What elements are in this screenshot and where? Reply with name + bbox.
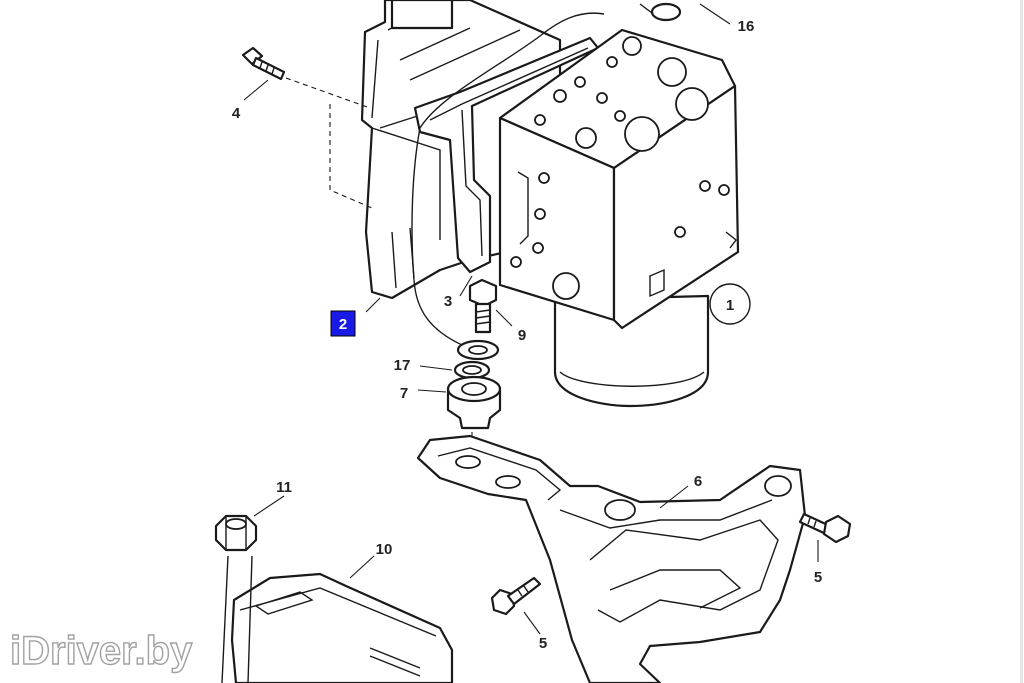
callout-6: 6 bbox=[694, 473, 702, 490]
bolt-part-5-left bbox=[490, 576, 542, 616]
bolt-part-9 bbox=[468, 278, 498, 334]
callout-circle-1 bbox=[709, 283, 751, 325]
callout-5-left: 5 bbox=[539, 635, 547, 652]
wire-eyelet-part-16 bbox=[456, 339, 500, 361]
callout-3: 3 bbox=[444, 293, 452, 310]
callout-7: 7 bbox=[400, 385, 408, 402]
ground-wire bbox=[411, 2, 682, 346]
hydraulic-unit bbox=[498, 28, 740, 408]
callout-9: 9 bbox=[518, 327, 526, 344]
sensor-module-part-10 bbox=[221, 555, 454, 683]
right-edge-frame bbox=[1020, 0, 1023, 683]
callout-17: 17 bbox=[394, 357, 411, 374]
bolt-part-5-right bbox=[798, 512, 852, 544]
callout-10: 10 bbox=[376, 541, 393, 558]
callout-2-highlight[interactable] bbox=[330, 310, 356, 337]
callout-1: 1 bbox=[726, 297, 734, 314]
watermark-text: iDriver.by bbox=[10, 629, 193, 673]
rubber-mount-part-7 bbox=[446, 375, 502, 450]
callout-16: 16 bbox=[738, 18, 755, 35]
nut-part-11 bbox=[214, 514, 258, 552]
mounting-bracket-part-6 bbox=[416, 434, 807, 683]
callout-11: 11 bbox=[276, 479, 292, 496]
leader-lines bbox=[243, 3, 819, 635]
seal-gasket bbox=[413, 36, 600, 274]
callout-2[interactable]: 2 bbox=[339, 316, 347, 333]
callout-4: 4 bbox=[232, 105, 241, 122]
callout-5-right: 5 bbox=[814, 569, 822, 586]
washer-part-17 bbox=[453, 360, 491, 380]
screw-part-4 bbox=[241, 46, 373, 209]
